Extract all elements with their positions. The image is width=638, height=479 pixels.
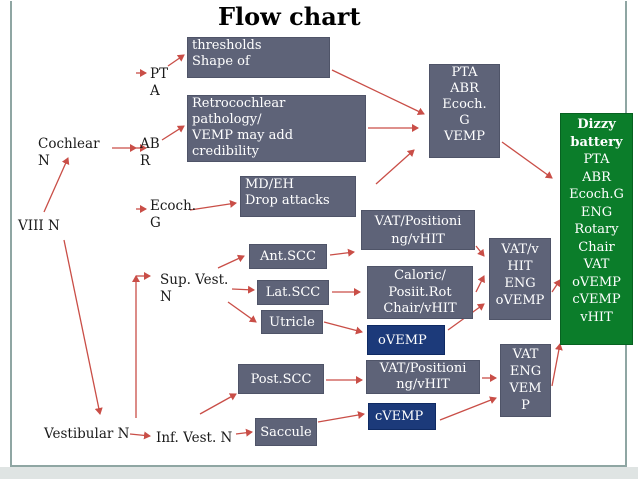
- dizzy-battery-title: Dizzy battery: [570, 117, 623, 150]
- arrow-mdeh-to-pta-box: [375, 149, 415, 185]
- arrow-ecoch-to-mdeh: [189, 199, 237, 211]
- vat-vhit-box: VAT/v HIT ENG oVEMP: [489, 238, 551, 320]
- arrow-inf-to-saccule: [235, 428, 253, 437]
- arrow-pta-to-thresholds: [167, 54, 185, 67]
- arrow-viii-to-cochlear: [43, 157, 70, 213]
- page-title: Flow chart: [218, 2, 361, 31]
- arrow-sup-to-ant: [217, 254, 245, 269]
- arrow-cvemp-to-vateng: [439, 396, 497, 421]
- arrow-sup-to-utricle: [227, 301, 257, 323]
- saccule-box: Saccule: [255, 418, 317, 446]
- arrow-caloric-to-vathit: [475, 275, 485, 293]
- vat-eng-box: VAT ENG VEM P: [500, 344, 551, 417]
- md-eh-box: MD/EH Drop attacks: [240, 176, 356, 217]
- ecoch-label: Ecoch. G: [150, 198, 197, 231]
- arrow-sup-to-lat: [231, 285, 255, 294]
- viii-n-label: VIII N: [18, 218, 60, 234]
- cochlear-n-label: Cochlear N: [38, 136, 100, 169]
- arrow-vathit-to-dizzy: [551, 279, 561, 293]
- arrow-saccule-to-cvemp: [317, 411, 365, 423]
- post-scc-box: Post.SCC: [238, 364, 324, 394]
- pta-label: PT A: [150, 66, 169, 99]
- footer-band: [0, 467, 638, 479]
- dizzy-battery-box: Dizzy battery PTA ABR Ecoch.G ENG Rotary…: [560, 113, 633, 345]
- utricle-box: Utricle: [261, 310, 323, 334]
- ant-scc-box: Ant.SCC: [249, 244, 327, 269]
- abr-label: AB R: [140, 136, 160, 169]
- arrow-pta-box-to-dizzy: [501, 141, 553, 179]
- ovemp-box: oVEMP: [367, 325, 445, 355]
- dizzy-battery-items: PTA ABR Ecoch.G ENG Rotary Chair VAT oVE…: [569, 152, 624, 325]
- thresholds-box: thresholds Shape of: [187, 37, 330, 78]
- arrow-ant-to-vat1: [329, 248, 355, 257]
- cvemp-box: cVEMP: [368, 403, 436, 430]
- retrocochlear-box: Retrocochlear pathology/ VEMP may add cr…: [187, 95, 366, 162]
- inf-vest-label: Inf. Vest. N: [156, 430, 233, 446]
- vestibular-n-label: Vestibular N: [44, 426, 130, 442]
- arrow-thresholds-to-pta-box: [331, 69, 425, 116]
- arrow-vestibular-to-inf: [129, 431, 151, 440]
- caloric-box: Caloric/ Posiit.Rot Chair/vHIT: [367, 266, 473, 319]
- lat-scc-box: Lat.SCC: [257, 280, 329, 305]
- arrow-vateng-to-dizzy: [551, 343, 563, 387]
- arrow-utricle-to-ovemp: [323, 321, 363, 335]
- arrow-inf-to-post: [199, 393, 237, 415]
- sup-vest-label: Sup. Vest. N: [160, 272, 229, 305]
- arrow-abr-to-retro: [161, 125, 185, 141]
- vat-positioning-box-1: VAT/Positioni ng/vHIT: [361, 210, 475, 250]
- vat-positioning-box-2: VAT/Positioni ng/vHIT: [366, 360, 480, 394]
- arrow-vat1-to-vathit: [475, 245, 485, 257]
- pta-abr-box: PTA ABR Ecoch. G VEMP: [429, 64, 500, 158]
- arrow-viii-to-vestibular: [63, 239, 103, 415]
